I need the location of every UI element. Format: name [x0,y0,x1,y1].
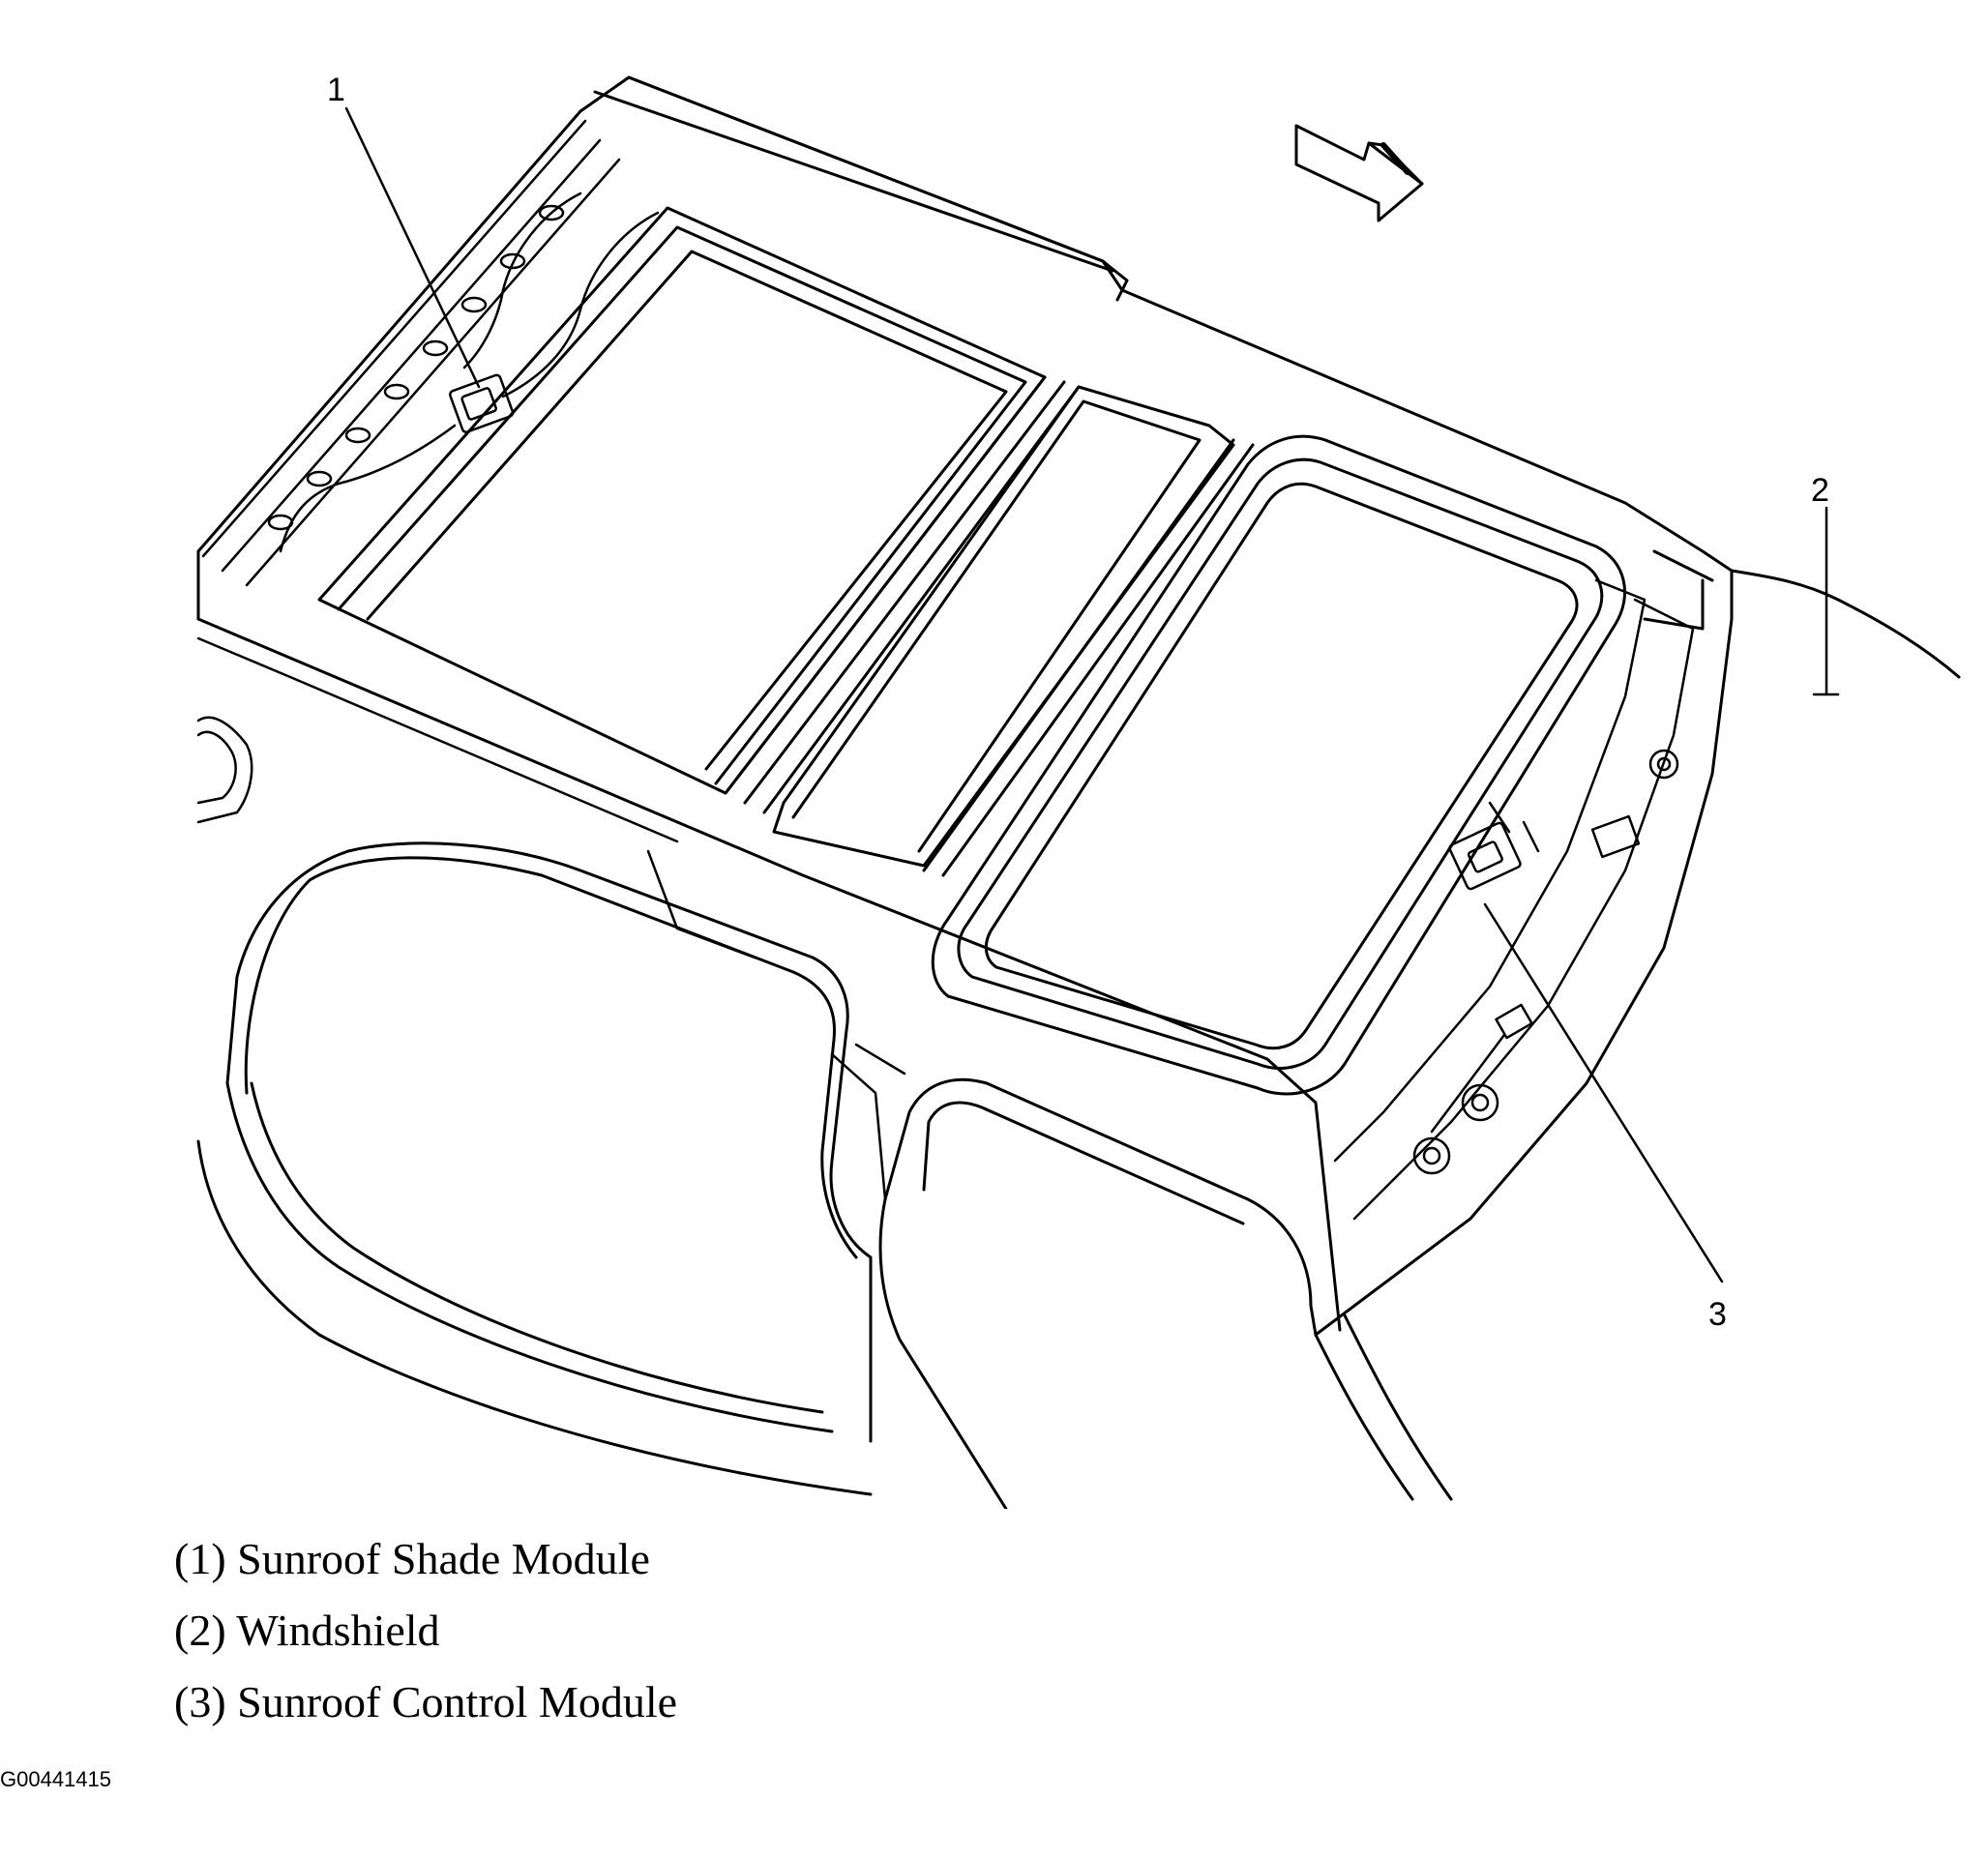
callout-2: 2 [1811,472,1829,509]
leader-line-3 [1483,902,1724,1283]
b-pillar [646,849,906,1201]
cross-bar [724,375,1081,814]
sunroof-diagram: 1 2 3 [196,72,1961,1509]
legend: (1) Sunroof Shade Module (2) Windshield … [174,1523,677,1738]
rear-door-opening [196,841,873,1496]
leader-line-1 [344,106,481,389]
left-side-rail [201,119,621,587]
right-header-rail [1333,578,1695,1221]
callout-1: 1 [327,72,345,108]
front-glass-panel [931,434,1627,1096]
figure-id: G00441415 [0,1767,111,1791]
forward-direction-arrow [1294,124,1424,222]
rear-sunroof-opening [317,206,1047,795]
sunroof-control-module-detail [1448,801,1540,891]
cross-bar-rear [922,438,1255,877]
middle-glass-panel [772,385,1235,868]
legend-item-sunroof-control-module: (3) Sunroof Control Module [174,1677,678,1726]
legend-item-windshield: (2) Windshield [174,1606,440,1655]
leader-lines [344,106,1840,1283]
left-quarter-panel [196,636,679,843]
callout-3: 3 [1708,1296,1727,1333]
front-door-opening [878,1077,1453,1509]
sunroof-shade-module-detail [279,192,660,553]
roof-outline [196,75,1961,1337]
legend-item-sunroof-shade-module: (1) Sunroof Shade Module [174,1534,650,1583]
